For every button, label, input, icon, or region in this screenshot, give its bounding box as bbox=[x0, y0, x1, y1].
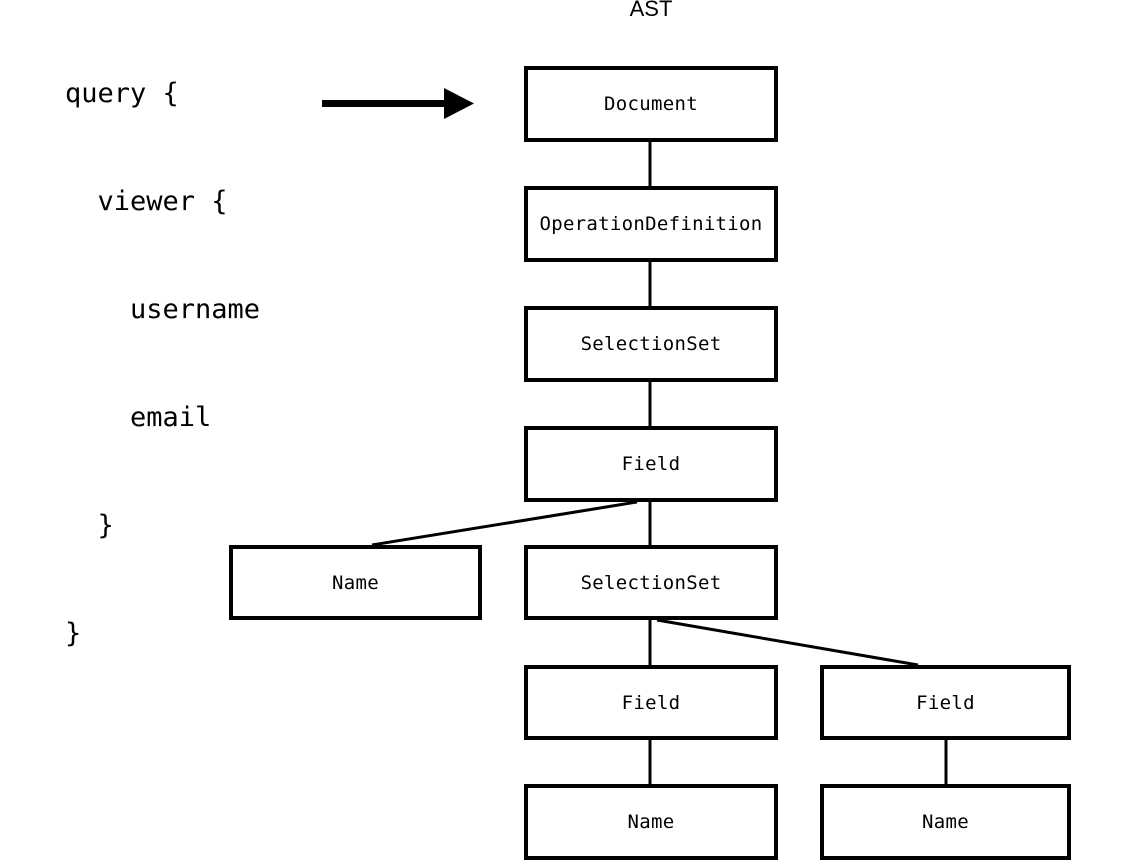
tree-node-document: Document bbox=[524, 66, 778, 142]
tree-node-field-2: Field bbox=[524, 665, 778, 740]
tree-node-label: SelectionSet bbox=[580, 571, 722, 594]
tree-node-selection-set-1: SelectionSet bbox=[524, 306, 778, 382]
diagram-title: AST bbox=[629, 0, 673, 21]
tree-node-name-3: Name bbox=[820, 784, 1071, 860]
code-line: username bbox=[65, 294, 261, 325]
tree-node-label: Field bbox=[621, 691, 681, 714]
tree-node-label: Field bbox=[621, 453, 681, 475]
code-line: } bbox=[65, 618, 82, 649]
edge-selectionset2-field3 bbox=[656, 618, 919, 667]
tree-node-label: SelectionSet bbox=[580, 333, 722, 355]
code-line: query { bbox=[65, 78, 179, 109]
graphql-query-code: query { viewer { username email } } bbox=[65, 4, 260, 724]
code-line: viewer { bbox=[65, 186, 228, 217]
code-line: email bbox=[65, 402, 212, 433]
tree-node-label: Name bbox=[922, 811, 969, 833]
tree-node-label: OperationDefinition bbox=[539, 213, 763, 235]
tree-node-field-1: Field bbox=[524, 426, 778, 502]
tree-node-label: Name bbox=[627, 811, 675, 833]
code-line: } bbox=[65, 510, 114, 541]
tree-node-name-2: Name bbox=[524, 784, 778, 860]
tree-node-selection-set-2: SelectionSet bbox=[524, 545, 778, 620]
tree-node-label: Name bbox=[332, 571, 379, 594]
right-arrow-icon bbox=[322, 88, 474, 119]
tree-node-name-1: Name bbox=[229, 545, 482, 620]
tree-node-label: Document bbox=[604, 93, 698, 115]
tree-node-field-3: Field bbox=[820, 665, 1071, 740]
tree-node-operation-definition: OperationDefinition bbox=[524, 186, 778, 262]
tree-node-label: Field bbox=[916, 691, 975, 714]
edge-field-name bbox=[371, 500, 638, 547]
